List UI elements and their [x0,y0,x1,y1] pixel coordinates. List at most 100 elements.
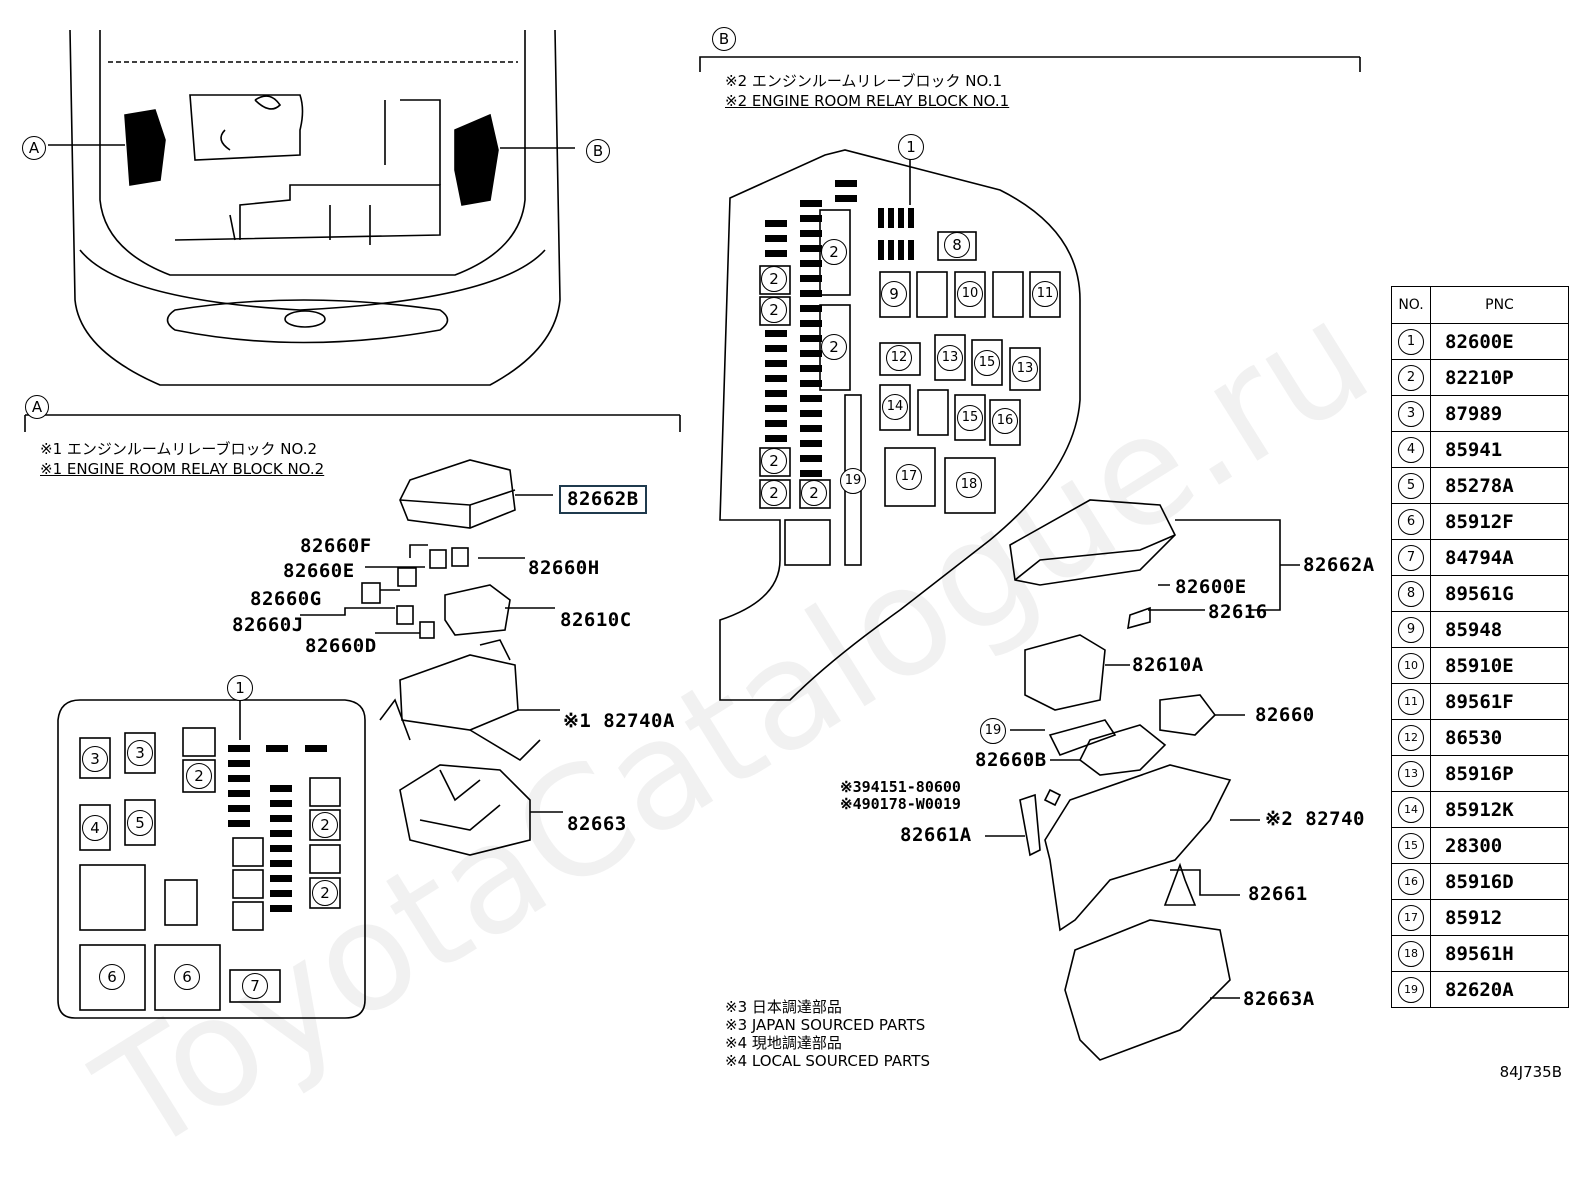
pnc-row-value[interactable]: 84794A [1430,539,1569,576]
callout-17[interactable]: 17 [896,464,922,490]
callout-13[interactable]: 13 [937,345,963,371]
callout-13[interactable]: 13 [1012,356,1038,382]
part-label-82660e[interactable]: 82660E [283,560,355,582]
part-label-82663a[interactable]: 82663A [1243,988,1315,1010]
part-label-394151-80600[interactable]: ※394151-80600 [840,778,961,796]
pnc-row-value[interactable]: 85916P [1430,755,1569,792]
section-b-marker-car[interactable]: B [586,139,610,163]
callout-7[interactable]: 7 [242,973,268,999]
section-b-marker[interactable]: B [712,27,736,51]
callout-6[interactable]: 6 [174,964,200,990]
callout-14[interactable]: 14 [882,394,908,420]
callout-18[interactable]: 18 [956,472,982,498]
part-label-490178-w0019[interactable]: ※490178-W0019 [840,795,961,813]
pnc-row-value[interactable]: 85278A [1430,467,1569,504]
callout-1[interactable]: 1 [898,134,924,160]
pnc-row-value[interactable]: 89561H [1430,935,1569,972]
callout-19[interactable]: 19 [980,718,1006,744]
part-label-82660h[interactable]: 82660H [528,557,600,579]
part-label-82661a[interactable]: 82661A [900,824,972,846]
part-label-82660g[interactable]: 82660G [250,588,322,610]
pnc-row-value[interactable]: 89561F [1430,683,1569,720]
part-label-82660[interactable]: 82660 [1255,704,1315,726]
callout-2[interactable]: 2 [801,480,827,506]
callout-9[interactable]: 9 [881,281,907,307]
callout-16[interactable]: 16 [992,408,1018,434]
section-a-marker-car[interactable]: A [22,136,46,160]
callout-1[interactable]: 1 [227,675,253,701]
pnc-row-value[interactable]: 85912F [1430,503,1569,540]
callout-2[interactable]: 2 [761,448,787,474]
callout-15[interactable]: 15 [974,350,1000,376]
callout-2[interactable]: 2 [312,812,338,838]
pnc-row-value[interactable]: 85912K [1430,791,1569,828]
part-label-82660f[interactable]: 82660F [300,535,372,557]
callout-6[interactable]: 6 [99,964,125,990]
part-label-82660b[interactable]: 82660B [975,749,1047,771]
part-label-82740[interactable]: ※2 82740 [1265,808,1365,830]
pnc-row-value[interactable]: 86530 [1430,719,1569,756]
pnc-row-value[interactable]: 28300 [1430,827,1569,864]
part-label-82740a[interactable]: ※1 82740A [563,710,675,732]
part-label-82610c[interactable]: 82610C [560,609,632,631]
callout-2[interactable]: 2 [761,266,787,292]
callout-15[interactable]: 15 [957,405,983,431]
pnc-row-value[interactable]: 87989 [1430,395,1569,432]
callout-11[interactable]: 11 [1032,281,1058,307]
callout-4[interactable]: 4 [82,815,108,841]
pnc-row-value[interactable]: 85910E [1430,647,1569,684]
part-label-82661[interactable]: 82661 [1248,883,1308,905]
pnc-row-value[interactable]: 82600E [1430,323,1569,360]
pnc-row-number: 19 [1391,971,1431,1008]
part-label-82660d[interactable]: 82660D [305,635,377,657]
callout-2[interactable]: 2 [186,763,212,789]
callout-3[interactable]: 3 [82,746,108,772]
part-label-82662a[interactable]: 82662A [1303,554,1375,576]
pnc-row-value[interactable]: 85948 [1430,611,1569,648]
pnc-row-value[interactable]: 85912 [1430,899,1569,936]
pnc-row-value[interactable]: 82620A [1430,971,1569,1008]
pnc-row-value[interactable]: 82210P [1430,359,1569,396]
section-a-marker[interactable]: A [25,395,49,419]
pnc-row-value[interactable]: 89561G [1430,575,1569,612]
part-label-82616[interactable]: 82616 [1208,601,1268,623]
part-label-82610a[interactable]: 82610A [1132,654,1204,676]
callout-12[interactable]: 12 [886,345,912,371]
part-label-82660j[interactable]: 82660J [232,614,304,636]
callout-2[interactable]: 2 [761,297,787,323]
callout-2[interactable]: 2 [312,880,338,906]
callout-10[interactable]: 10 [957,281,983,307]
callout-2[interactable]: 2 [761,480,787,506]
part-label-82600e[interactable]: 82600E [1175,576,1247,598]
callout-19[interactable]: 19 [840,468,866,494]
pnc-row-value[interactable]: 85916D [1430,863,1569,900]
callout-2[interactable]: 2 [821,334,847,360]
callout-8[interactable]: 8 [944,232,970,258]
callout-3[interactable]: 3 [127,740,153,766]
callout-2[interactable]: 2 [821,239,847,265]
row-number-circle: 7 [1398,544,1424,571]
part-label-82662b[interactable]: 82662B [559,485,647,514]
pnc-row-value[interactable]: 85941 [1430,431,1569,468]
callout-5[interactable]: 5 [127,810,153,836]
part-label-82663[interactable]: 82663 [567,813,627,835]
